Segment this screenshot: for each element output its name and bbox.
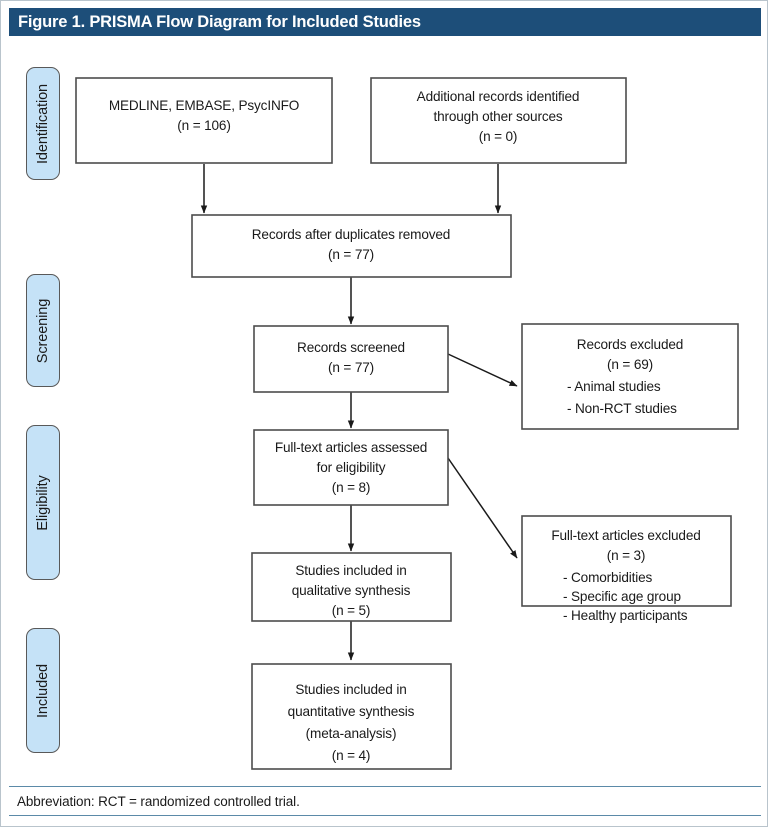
figure-footnote: Abbreviation: RCT = randomized controlle… [9, 786, 761, 816]
box-other-sources-line-3: (n = 0) [479, 129, 518, 144]
box-fulltext-excluded-bullet-3: - Healthy participants [563, 608, 688, 623]
box-databases: MEDLINE, EMBASE, PsycINFO (n = 106) [75, 77, 333, 164]
box-fulltext-excluded-bullet-2: - Specific age group [563, 589, 681, 604]
box-fulltext-assessed: Full-text articles assessed for eligibil… [253, 429, 449, 506]
box-databases-rect [75, 77, 333, 164]
box-fulltext-assessed-line-2: for eligibility [317, 460, 386, 475]
box-quantitative-synthesis-line-1: Studies included in [295, 682, 406, 697]
figure-title-bar: Figure 1. PRISMA Flow Diagram for Includ… [9, 8, 761, 36]
box-other-sources-rect [370, 77, 627, 164]
box-duplicates-removed-line-1: Records after duplicates removed [252, 227, 450, 242]
box-qualitative-synthesis-line-2: qualitative synthesis [292, 583, 411, 598]
connector-screened-to-excluded [447, 353, 518, 387]
box-fulltext-excluded-line-2: (n = 3) [607, 548, 646, 563]
box-quantitative-synthesis-line-4: (n = 4) [332, 748, 371, 763]
box-databases-line-1: MEDLINE, EMBASE, PsycINFO [109, 98, 299, 113]
box-qualitative-synthesis-rect [251, 552, 452, 622]
box-databases-line-2: (n = 106) [177, 118, 230, 133]
box-fulltext-excluded: Full-text articles excluded (n = 3) - Co… [521, 515, 732, 623]
box-fulltext-excluded-rect [521, 515, 732, 607]
box-qualitative-synthesis-line-1: Studies included in [295, 563, 406, 578]
box-quantitative-synthesis: Studies included in quantitative synthes… [251, 663, 452, 770]
box-qualitative-synthesis: Studies included in qualitative synthesi… [251, 552, 452, 622]
box-quantitative-synthesis-line-3: (meta-analysis) [306, 726, 397, 741]
box-fulltext-assessed-line-1: Full-text articles assessed [275, 440, 427, 455]
box-duplicates-removed-line-2: (n = 77) [328, 247, 374, 262]
connector-fulltext-to-fulltextexcluded [447, 457, 518, 559]
box-records-screened-line-2: (n = 77) [328, 360, 374, 375]
box-records-excluded: Records excluded (n = 69) - Animal studi… [521, 323, 739, 430]
box-duplicates-removed: Records after duplicates removed (n = 77… [191, 214, 512, 278]
box-records-screened-rect [253, 325, 449, 393]
box-other-sources: Additional records identified through ot… [370, 77, 627, 164]
box-quantitative-synthesis-rect [251, 663, 452, 770]
stage-pill-included: Included [26, 628, 60, 753]
box-records-excluded-bullet-2: - Non-RCT studies [567, 401, 677, 416]
box-records-screened-line-1: Records screened [297, 340, 405, 355]
page-title: Figure 1. PRISMA Flow Diagram for Includ… [18, 12, 421, 31]
flow-diagram-canvas: MEDLINE, EMBASE, PsycINFO (n = 106) Addi… [1, 43, 767, 783]
box-records-excluded-line-1: Records excluded [577, 337, 683, 352]
flow-connectors [200, 164, 518, 661]
box-records-screened: Records screened (n = 77) [253, 325, 449, 393]
box-other-sources-line-1: Additional records identified [417, 89, 580, 104]
box-fulltext-excluded-bullet-1: - Comorbidities [563, 570, 653, 585]
box-other-sources-line-2: through other sources [433, 109, 562, 124]
stage-pill-screening: Screening [26, 274, 60, 387]
box-qualitative-synthesis-line-3: (n = 5) [332, 603, 371, 618]
figure-footnote-text: Abbreviation: RCT = randomized controlle… [17, 793, 300, 809]
stage-pill-eligibility: Eligibility [26, 425, 60, 580]
box-fulltext-assessed-line-3: (n = 8) [332, 480, 371, 495]
box-records-excluded-rect [521, 323, 739, 430]
box-records-excluded-bullet-1: - Animal studies [567, 379, 661, 394]
box-duplicates-removed-rect [191, 214, 512, 278]
stage-pill-identification: Identification [26, 67, 60, 180]
box-quantitative-synthesis-line-2: quantitative synthesis [288, 704, 415, 719]
box-fulltext-assessed-rect [253, 429, 449, 506]
box-records-excluded-line-2: (n = 69) [607, 357, 653, 372]
box-fulltext-excluded-line-1: Full-text articles excluded [551, 528, 700, 543]
